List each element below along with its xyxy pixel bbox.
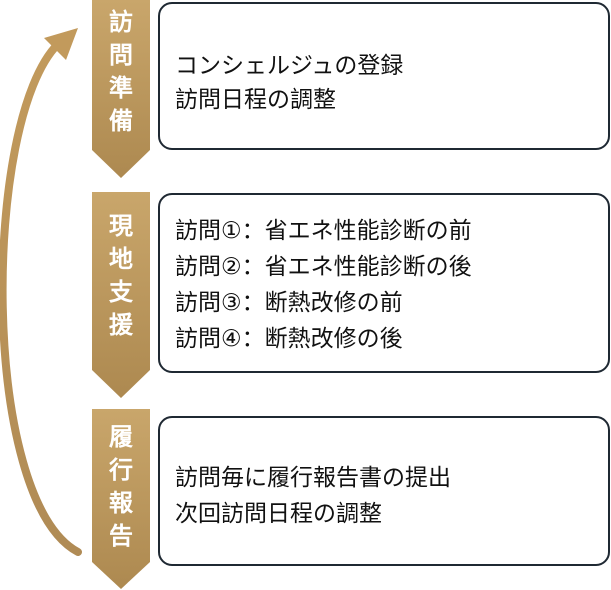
step-box-preparation: コンシェルジュの登録 訪問日程の調整	[158, 2, 610, 150]
step-chevron-report: 履 行 報 告	[92, 409, 150, 590]
step-line: 訪問①：省エネ性能診断の前	[175, 218, 472, 244]
step-line: 次回訪問日程の調整	[175, 501, 382, 527]
step-chevron-preparation: 訪 問 準 備	[92, 0, 150, 180]
step-label-report: 履 行 報 告	[109, 423, 133, 550]
step-line: 訪問毎に履行報告書の提出	[175, 465, 451, 491]
step-line: 訪問②：省エネ性能診断の後	[175, 254, 472, 280]
step-label-onsite-support: 現 地 支 援	[109, 212, 133, 339]
step-box-report: 訪問毎に履行報告書の提出 次回訪問日程の調整	[158, 416, 610, 566]
step-line: 訪問③：断熱改修の前	[175, 290, 403, 316]
cycle-arrow	[0, 28, 82, 556]
step-label-preparation: 訪 問 準 備	[109, 8, 133, 135]
step-line: 訪問④：断熱改修の後	[175, 326, 403, 352]
step-line: コンシェルジュの登録	[175, 53, 404, 79]
step-chevron-onsite-support: 現 地 支 援	[92, 192, 150, 400]
step-box-onsite-support: 訪問①：省エネ性能診断の前 訪問②：省エネ性能診断の後 訪問③：断熱改修の前 訪…	[158, 193, 610, 373]
step-line: 訪問日程の調整	[175, 87, 336, 113]
